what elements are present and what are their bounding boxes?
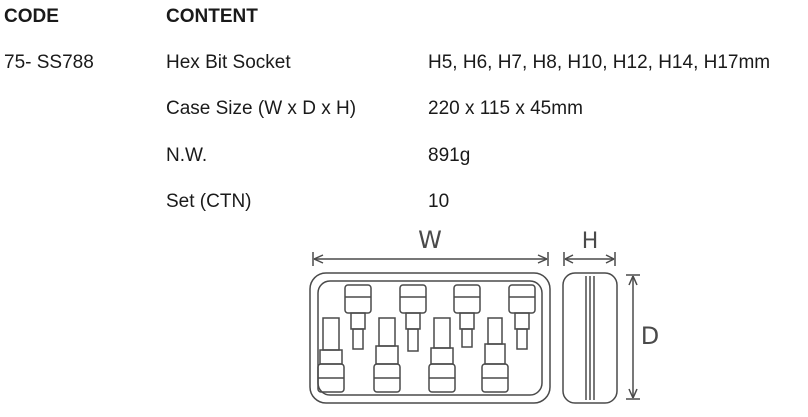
width-label: W [418, 226, 442, 254]
socket-bottom-3 [428, 317, 456, 393]
product-code: 75- SS788 [4, 52, 94, 73]
height-dimension: H [563, 229, 616, 266]
row-label-case-size: Case Size (W x D x H) [166, 98, 357, 119]
content-header: CONTENT [166, 6, 258, 27]
height-label: H [582, 229, 599, 254]
socket-top-4 [508, 284, 536, 350]
socket-top-1 [344, 284, 372, 350]
socket-bottom-4 [481, 317, 509, 393]
socket-top-2 [399, 284, 427, 352]
row-value-hex-bit-socket: H5, H6, H7, H8, H10, H12, H14, H17mm [428, 52, 771, 73]
row-label-net-weight: N.W. [166, 145, 208, 166]
width-dimension: W [312, 226, 549, 266]
row-label-hex-bit-socket: Hex Bit Socket [166, 52, 291, 73]
case-side-view [562, 272, 618, 404]
row-label-set-ctn: Set (CTN) [166, 191, 252, 212]
socket-bottom-1 [317, 317, 345, 393]
row-value-case-size: 220 x 115 x 45mm [428, 98, 583, 119]
code-header: CODE [4, 6, 59, 27]
depth-label: D [641, 322, 659, 350]
row-value-set-ctn: 10 [428, 191, 450, 212]
case-front-view [309, 272, 551, 404]
row-value-net-weight: 891g [428, 145, 471, 166]
depth-dimension: D [626, 274, 659, 400]
socket-bottom-2 [373, 317, 401, 393]
socket-top-3 [453, 284, 481, 348]
